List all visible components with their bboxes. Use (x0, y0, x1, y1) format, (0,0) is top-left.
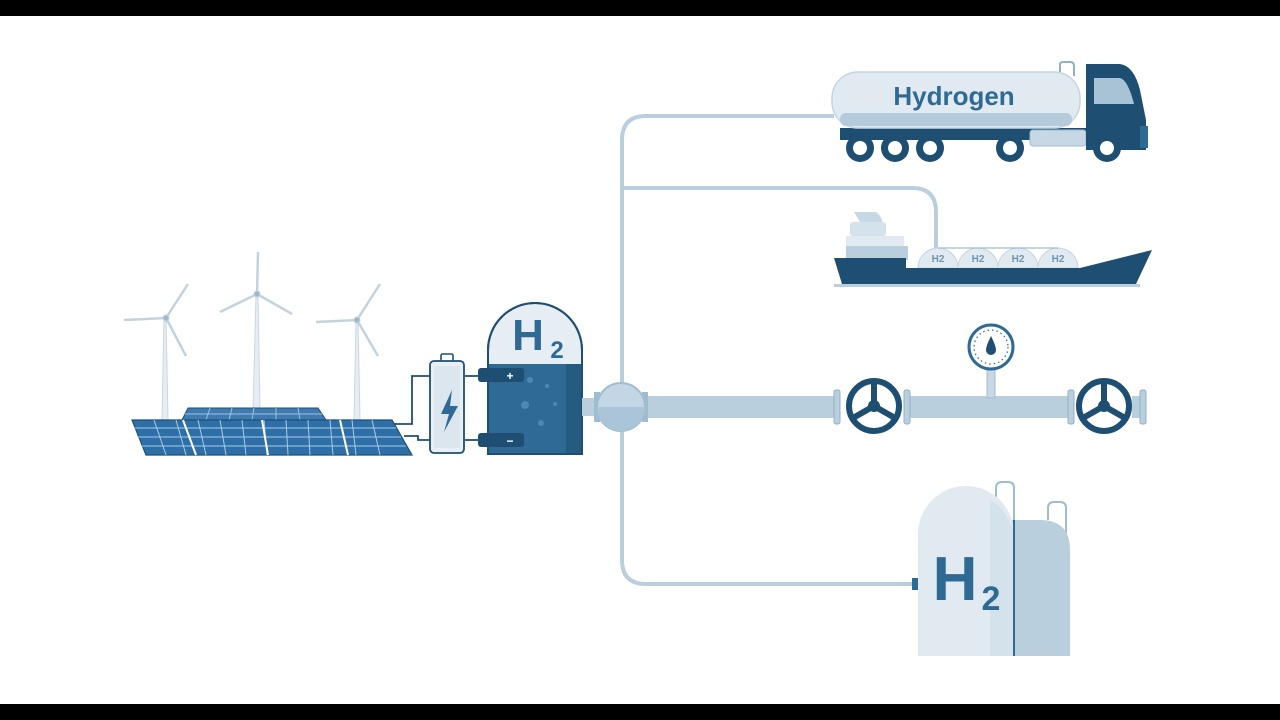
negative-sign: − (506, 434, 513, 448)
positive-terminal (478, 368, 524, 382)
storage-inlet-stub (912, 578, 918, 590)
lightning-icon (441, 390, 458, 432)
battery-icon (429, 353, 465, 454)
hydrogen-value-chain-diagram: + − H 2 (0, 16, 1280, 704)
ship-tank-label-1: H2 (932, 254, 945, 265)
ship-hull (834, 250, 1152, 284)
truck-cab (1086, 64, 1146, 150)
wind-turbine-icon (123, 251, 382, 421)
ship-tank-label-3: H2 (1012, 254, 1025, 265)
solar-panel-icon (131, 407, 414, 456)
wind-turbine-3 (315, 283, 382, 421)
electrolyzer-unit: + − H 2 (478, 302, 583, 455)
ship-tank-label-4: H2 (1052, 254, 1065, 265)
truck-tank-label: Hydrogen (893, 81, 1014, 111)
hydrogen-ship: H2 H2 H2 H2 (834, 212, 1152, 287)
storage-subscript: 2 (982, 580, 1001, 618)
distribution-hub (594, 382, 648, 432)
positive-sign: + (506, 369, 513, 383)
line-to-ship (622, 186, 938, 250)
valve-icon (846, 378, 1132, 434)
storage-h-symbol: H (933, 545, 978, 614)
solar-panel-back-row (181, 407, 327, 421)
wind-turbine-2 (219, 251, 293, 413)
pressure-gauge-icon (967, 323, 1015, 399)
valve-1 (846, 378, 902, 434)
storage-tank-back (1012, 520, 1070, 656)
hydrogen-truck: Hydrogen (831, 61, 1148, 162)
solar-panel-front-row (131, 419, 414, 456)
diagram-canvas: + − H 2 (123, 61, 1152, 656)
ship-tank-label-2: H2 (972, 254, 985, 265)
line-to-storage (620, 408, 918, 586)
main-pipeline (594, 382, 1147, 432)
ship-tanks: H2 H2 H2 H2 (917, 247, 1079, 269)
negative-terminal (478, 433, 524, 447)
distribution-lines (620, 114, 938, 586)
wind-turbine-1 (123, 283, 190, 421)
line-to-truck (620, 114, 834, 408)
power-wires (394, 375, 478, 441)
electrolyzer-h-symbol: H (512, 311, 544, 360)
valve-2 (1076, 378, 1132, 434)
truck-wheels (846, 134, 1121, 162)
electrolyzer-subscript: 2 (550, 337, 563, 364)
hydrogen-storage-tanks: H 2 (918, 481, 1070, 656)
